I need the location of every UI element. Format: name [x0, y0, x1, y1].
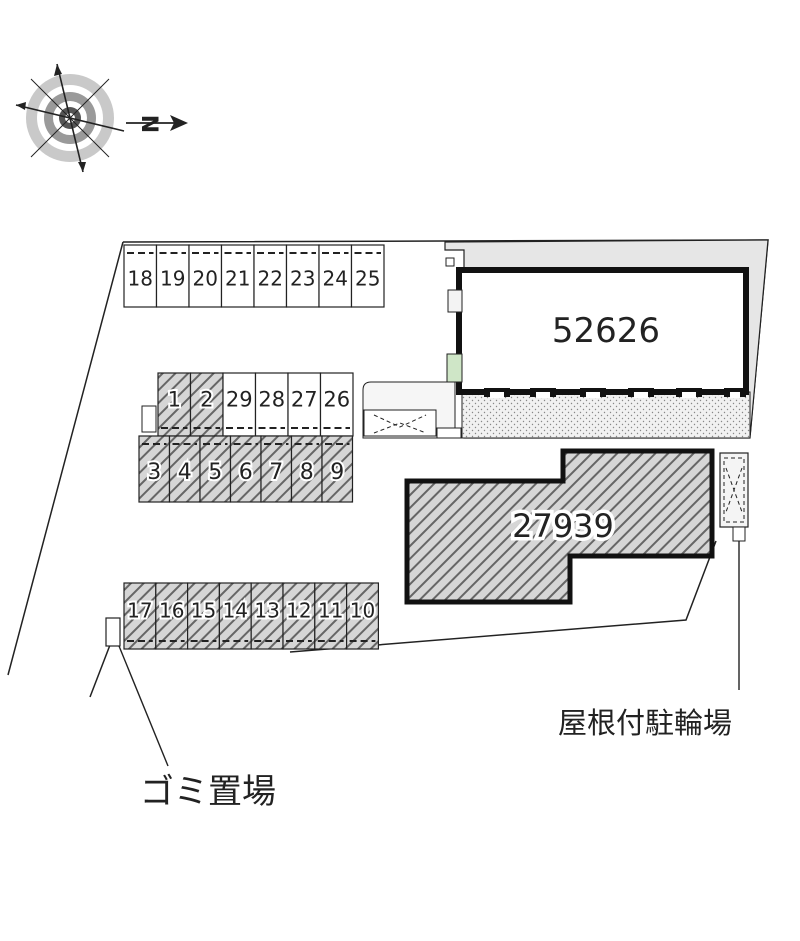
- parking-space: [290, 435, 323, 503]
- parking-space-number: 14: [223, 599, 248, 623]
- parking-space: [187, 582, 221, 650]
- parking-space-number: 29: [226, 388, 253, 412]
- parking-space: [155, 582, 189, 650]
- utility-box: [141, 405, 157, 433]
- bicycle-parking-structure: [719, 452, 749, 690]
- parking-space-number: 8: [300, 460, 314, 485]
- hatched-building-id: 27939: [512, 507, 614, 545]
- parking-space-number: 5: [208, 460, 222, 485]
- parking-space: [346, 582, 380, 650]
- parking-space: [218, 582, 252, 650]
- parking-space-number: 3: [147, 460, 161, 485]
- compass: N: [15, 63, 188, 173]
- parking-space: [282, 582, 316, 650]
- parking-space-number: 18: [128, 267, 153, 291]
- parking-space-number: 6: [239, 460, 253, 485]
- parking-space: [123, 582, 157, 650]
- parking-space: [260, 435, 293, 503]
- parking-space-number: 1: [168, 388, 181, 412]
- parking-space: [168, 435, 201, 503]
- parking-space-number: 12: [286, 599, 311, 623]
- parking-space: [318, 244, 353, 308]
- parking-space-number: 16: [159, 599, 184, 623]
- garbage-area-label: ゴミ置場: [140, 772, 276, 812]
- parking-space-number: 21: [225, 267, 250, 291]
- parking-space-number: 27: [291, 388, 318, 412]
- parking-space-number: 26: [323, 388, 350, 412]
- parking-space-number: 19: [160, 267, 185, 291]
- parking-space-number: 25: [355, 267, 380, 291]
- parking-space-number: 11: [318, 599, 343, 623]
- bicycle-parking-label: 屋根付駐輪場: [558, 706, 732, 740]
- parking-space-number: 13: [254, 599, 279, 623]
- parking-space: [123, 244, 158, 308]
- parking-space: [253, 244, 288, 308]
- parking-space: [350, 244, 385, 308]
- parking-space-number: 4: [178, 460, 192, 485]
- hatched-building: 27939: [404, 448, 715, 605]
- parking-space: [254, 372, 289, 437]
- parking-space: [157, 372, 192, 437]
- parking-space-number: 15: [191, 599, 216, 623]
- parking-space: [314, 582, 348, 650]
- garbage-area-structure: [105, 617, 169, 767]
- parking-space-number: 7: [269, 460, 283, 485]
- parking-row-top: 18 19 20 21 22 23 24 25: [123, 244, 385, 308]
- parking-space: [287, 372, 322, 437]
- parking-space: [319, 372, 354, 437]
- parking-space-number: 9: [330, 460, 344, 485]
- building-annex: [362, 257, 463, 439]
- main-building: 52626: [456, 267, 749, 398]
- parking-space-number: 20: [193, 267, 218, 291]
- parking-space-number: 28: [258, 388, 285, 412]
- compass-north-label: N: [136, 115, 161, 133]
- parking-space: [222, 372, 257, 437]
- parking-space-number: 24: [323, 267, 348, 291]
- parking-space: [250, 582, 284, 650]
- parking-space-number: 10: [350, 599, 375, 623]
- parking-space: [188, 244, 223, 308]
- parking-space-number: 2: [200, 388, 213, 412]
- parking-space-number: 17: [127, 599, 152, 623]
- parking-space: [229, 435, 262, 503]
- parking-space-number: 23: [290, 267, 315, 291]
- parking-space-number: 22: [258, 267, 283, 291]
- main-building-id: 52626: [552, 311, 660, 351]
- parking-space: [321, 435, 354, 503]
- parking-space: [199, 435, 232, 503]
